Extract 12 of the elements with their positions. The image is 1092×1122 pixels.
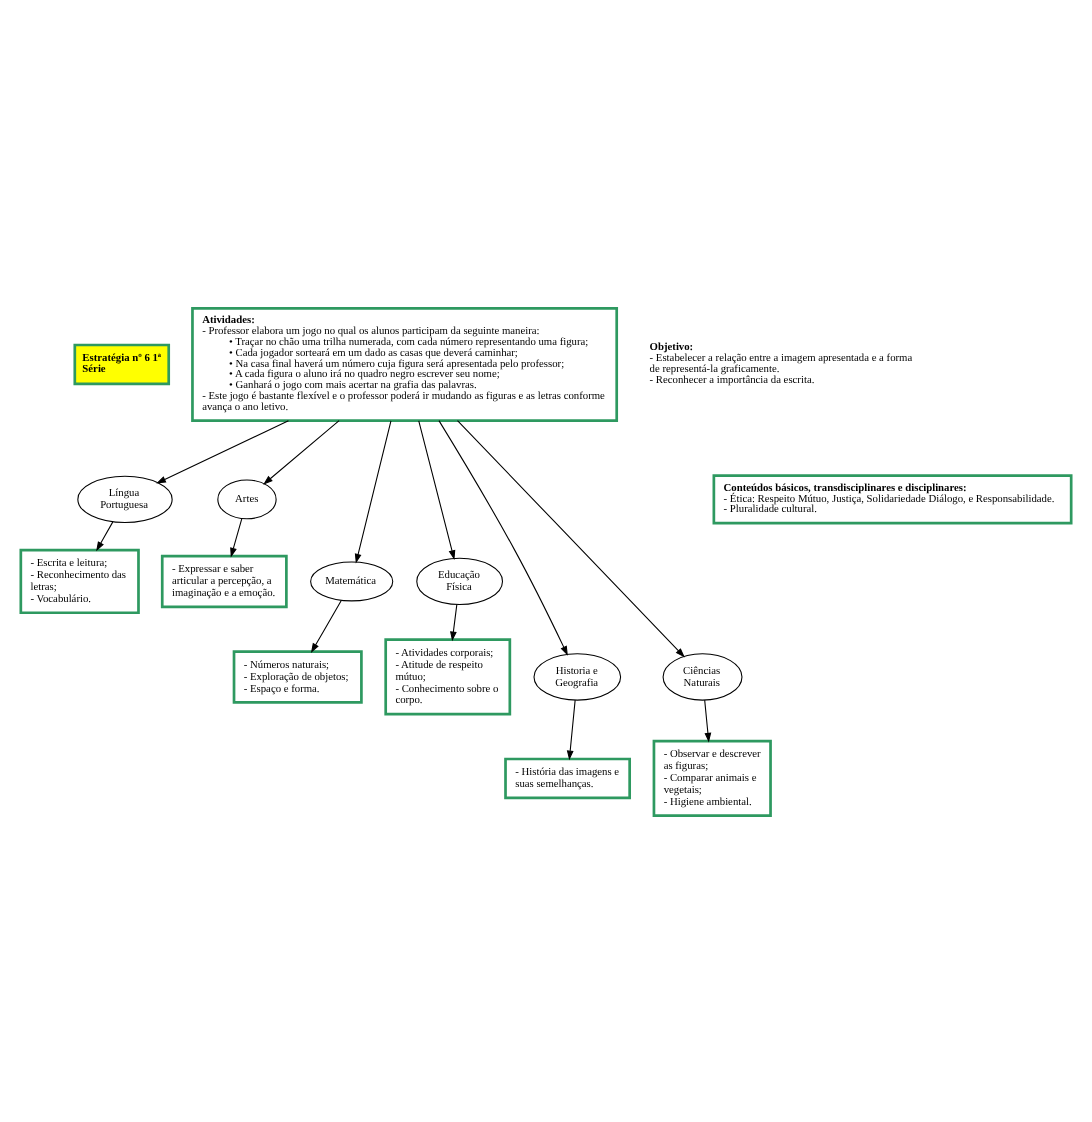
arrow bbox=[456, 419, 685, 657]
arrow bbox=[450, 603, 458, 641]
arrow bbox=[566, 698, 576, 760]
arrow bbox=[418, 419, 456, 559]
arrow bbox=[354, 419, 392, 563]
arrow bbox=[310, 599, 342, 652]
arrow bbox=[438, 419, 568, 655]
arrow bbox=[96, 520, 114, 551]
arrow bbox=[230, 517, 243, 557]
arrow bbox=[263, 419, 340, 484]
arrow bbox=[704, 698, 712, 742]
arrow bbox=[156, 419, 289, 483]
